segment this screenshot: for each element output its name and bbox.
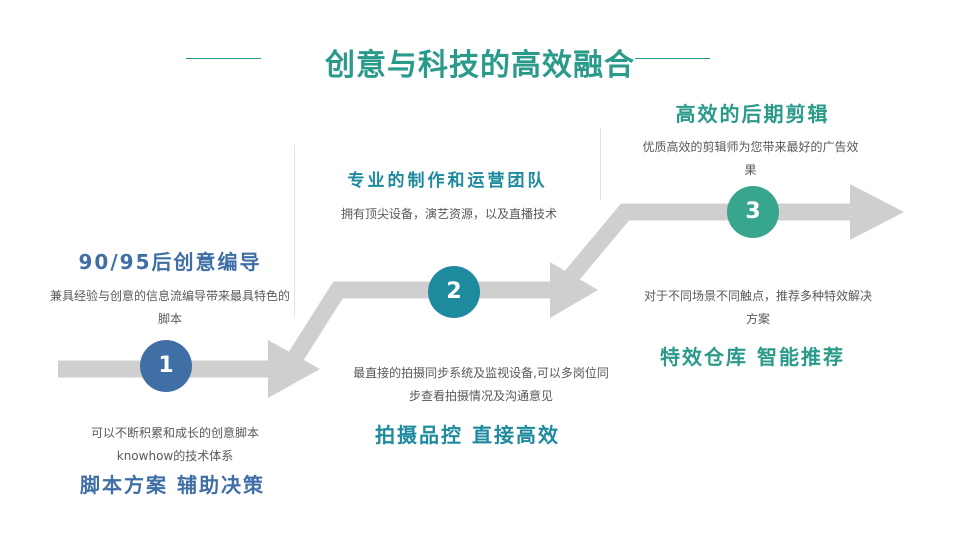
step-2-number: 2 xyxy=(428,266,480,318)
step-3-top-text: 优质高效的剪辑师为您带来最好的广告效果 xyxy=(642,140,859,177)
title-line-right xyxy=(635,58,710,59)
step-1-tagline: 脚本方案 辅助决策 xyxy=(80,473,265,497)
step-1-bottom-text-2: knowhow的技术体系 xyxy=(116,449,234,463)
step-2-heading: 专业的制作和运营团队 xyxy=(347,171,548,191)
step-3-heading: 高效的后期剪辑 xyxy=(675,102,830,126)
divider-1 xyxy=(294,145,295,317)
step-2-bottom-text: 最直接的拍摄同步系统及监视设备,可以多岗位同步查看拍摄情况及沟通意见 xyxy=(353,366,609,403)
divider-2 xyxy=(600,128,601,200)
title-line-left xyxy=(186,58,261,59)
step-1-number: 1 xyxy=(140,340,192,392)
step-3-tagline: 特效仓库 智能推荐 xyxy=(660,345,845,369)
step-1-top-text: 兼具经验与创意的信息流编导带来最具特色的脚本 xyxy=(50,289,291,326)
step-3-bottom-text: 对于不同场景不同触点，推荐多种特效解决方案 xyxy=(643,289,872,326)
page-title: 创意与科技的高效融合 xyxy=(325,48,635,83)
step-1-heading: 90/95后创意编导 xyxy=(78,250,262,274)
step-2-top-text: 拥有顶尖设备，演艺资源，以及直播技术 xyxy=(340,207,557,221)
arrow-head-2 xyxy=(550,262,598,318)
arrow-head-3 xyxy=(850,184,904,240)
arrow-head-1 xyxy=(268,340,320,398)
step-3-number: 3 xyxy=(727,186,779,238)
step-1-bottom-text-1: 可以不断积累和成长的创意脚本 xyxy=(90,426,259,440)
step-2-tagline: 拍摄品控 直接高效 xyxy=(375,423,560,447)
